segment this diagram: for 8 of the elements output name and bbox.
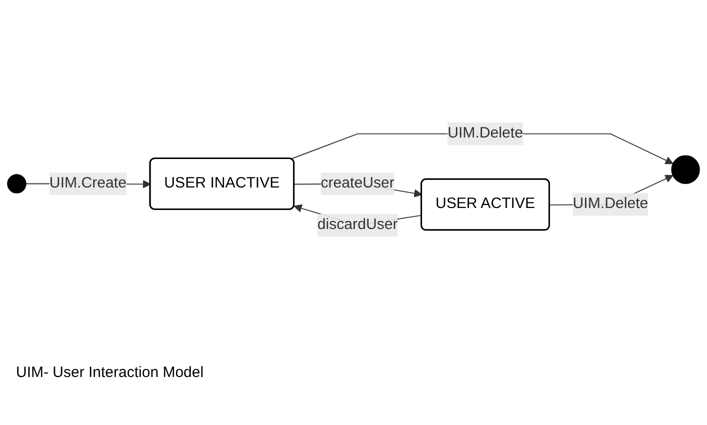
edge-label: discardUser	[317, 217, 398, 234]
node-circle	[671, 156, 700, 184]
edge-label: UIM.Delete	[448, 126, 523, 142]
edge-label: UIM.Create	[49, 176, 126, 192]
node-circle	[7, 174, 26, 194]
edge-label: UIM.Delete	[572, 196, 648, 212]
edge-label: createUser	[320, 176, 394, 192]
note-text: UIM- User Interaction Model	[16, 364, 205, 381]
